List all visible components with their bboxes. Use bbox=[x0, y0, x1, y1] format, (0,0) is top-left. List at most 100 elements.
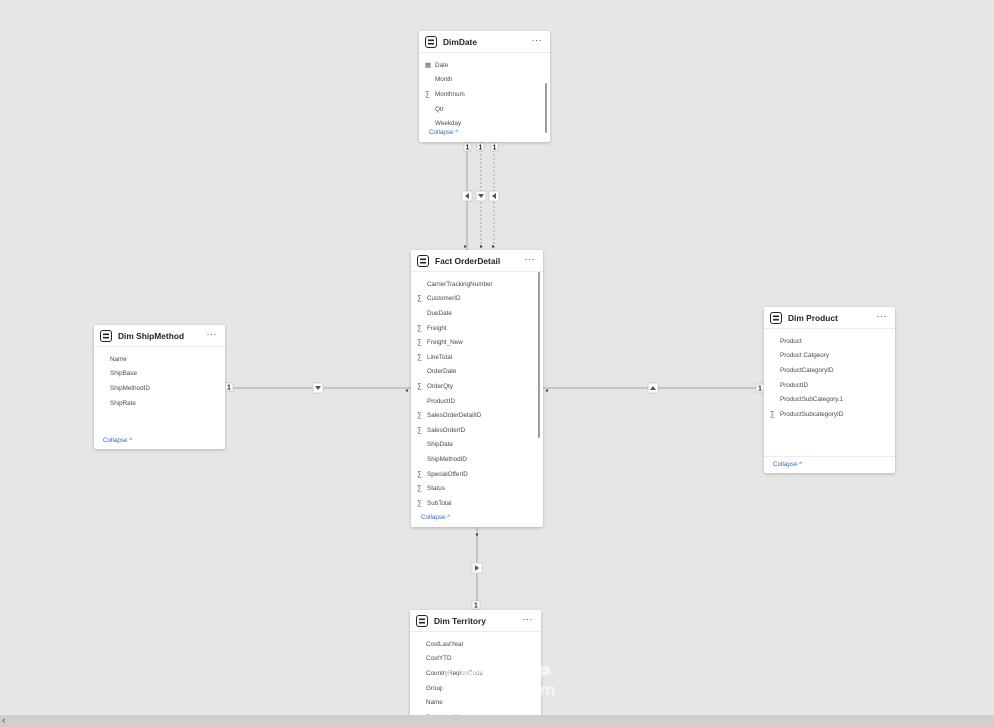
collapse-button[interactable]: Collapse ^ bbox=[421, 514, 451, 521]
field-row[interactable]: ProductCategoryID bbox=[764, 363, 895, 378]
field-name: ProductID bbox=[427, 397, 455, 405]
svg-text:1: 1 bbox=[474, 603, 478, 610]
field-row[interactable]: ProductSubCategory.1 bbox=[764, 392, 895, 407]
cardinality-many-fact-left: * bbox=[406, 389, 409, 396]
sigma-icon: ∑ bbox=[417, 485, 422, 493]
field-row[interactable]: ∑Monthnum bbox=[419, 87, 550, 102]
field-name: ShipRate bbox=[110, 399, 136, 407]
field-row[interactable]: Product Catgeory bbox=[764, 349, 895, 364]
field-row[interactable]: ∑LineTotal bbox=[411, 350, 543, 365]
cardinality-many-fact-1: * bbox=[464, 245, 467, 252]
field-name: ShipMethodID bbox=[110, 384, 150, 392]
field-name: Group bbox=[426, 684, 444, 692]
more-options-icon[interactable]: ··· bbox=[531, 34, 542, 45]
field-row[interactable]: ∑ OrderQty bbox=[411, 379, 543, 394]
field-row[interactable]: ProductID bbox=[764, 378, 895, 393]
field-name: ProductID bbox=[780, 381, 808, 389]
field-row[interactable]: Month bbox=[419, 73, 550, 88]
filter-arrow-up-icon bbox=[647, 382, 659, 394]
field-row[interactable]: Group bbox=[410, 681, 541, 696]
table-header[interactable]: DimDate ··· bbox=[419, 32, 550, 53]
table-header[interactable]: Dim ShipMethod ··· bbox=[94, 326, 225, 347]
field-row[interactable]: ShipBase bbox=[94, 367, 225, 382]
table-icon bbox=[416, 615, 428, 627]
field-row[interactable]: CostLastYear bbox=[410, 637, 541, 652]
field-row[interactable]: Qtr bbox=[419, 102, 550, 117]
cardinality-one-territory: 1 bbox=[471, 600, 481, 610]
field-row[interactable]: Product bbox=[764, 334, 895, 349]
sigma-icon: ∑ bbox=[417, 412, 422, 420]
field-name: CarrierTrackingNumber bbox=[427, 280, 493, 288]
field-scrollbar[interactable] bbox=[538, 272, 540, 438]
field-row[interactable]: ∑SalesOrderID bbox=[411, 423, 543, 438]
filter-arrow-down-icon bbox=[312, 382, 324, 394]
scroll-left-icon[interactable]: ‹ bbox=[2, 715, 6, 726]
field-row[interactable]: ∑Freight_New bbox=[411, 335, 543, 350]
collapse-button[interactable]: Collapse ^ bbox=[773, 461, 803, 468]
table-header[interactable]: Dim Territory ··· bbox=[410, 611, 541, 632]
field-row[interactable]: CountryRegionCode bbox=[410, 666, 541, 681]
field-row[interactable]: ShipMethodID bbox=[94, 381, 225, 396]
field-name: Weekday bbox=[435, 120, 462, 128]
watermark-latin: mostaql.com bbox=[440, 680, 556, 699]
table-title: DimDate bbox=[443, 37, 477, 47]
field-name: Date bbox=[435, 61, 449, 69]
field-row[interactable]: ShipMethodID bbox=[411, 452, 543, 467]
more-options-icon[interactable]: ··· bbox=[206, 328, 217, 339]
sigma-icon: ∑ bbox=[417, 470, 422, 478]
field-row[interactable]: Name bbox=[410, 695, 541, 710]
field-row[interactable]: ∑SubTotal bbox=[411, 496, 543, 511]
collapse-button[interactable]: Collapse ^ bbox=[103, 437, 133, 444]
table-header[interactable]: Dim Product ··· bbox=[764, 308, 895, 329]
table-header[interactable]: Fact OrderDetail ··· bbox=[411, 251, 543, 272]
more-options-icon[interactable]: ··· bbox=[524, 253, 535, 264]
field-row[interactable]: Name bbox=[94, 352, 225, 367]
field-row[interactable]: ShipDate bbox=[411, 438, 543, 453]
svg-text:1: 1 bbox=[466, 145, 470, 152]
horizontal-scrollbar[interactable]: ‹ bbox=[0, 715, 994, 727]
field-row[interactable]: ∑Freight bbox=[411, 321, 543, 336]
field-name: ShipMethodID bbox=[427, 455, 467, 463]
field-name: Name bbox=[426, 699, 443, 707]
field-row[interactable]: ∑SpecialOfferID bbox=[411, 467, 543, 482]
field-row[interactable]: ProductID bbox=[411, 394, 543, 409]
more-options-icon[interactable]: ··· bbox=[876, 310, 887, 321]
table-icon bbox=[100, 330, 112, 342]
table-card-fact-orderdetail[interactable]: Fact OrderDetail ··· CarrierTrackingNumb… bbox=[411, 250, 543, 527]
field-scrollbar[interactable] bbox=[545, 83, 547, 133]
field-row[interactable]: ∑ProductSubcategoryID bbox=[764, 407, 895, 422]
field-row[interactable]: ∑SalesOrderDetailID bbox=[411, 408, 543, 423]
table-title: Fact OrderDetail bbox=[435, 256, 501, 266]
field-row[interactable]: OrderDate bbox=[411, 365, 543, 380]
field-row[interactable]: ∑Status bbox=[411, 481, 543, 496]
field-name: Freight_New bbox=[427, 339, 463, 347]
cardinality-markers: 1 1 1 * * * 1 * * 1 * 1 bbox=[224, 142, 765, 610]
sigma-icon: ∑ bbox=[425, 90, 430, 98]
field-row[interactable]: Weekday bbox=[419, 116, 550, 131]
cardinality-one-dimdate-1: 1 bbox=[463, 142, 472, 152]
field-row[interactable]: DueDate bbox=[411, 306, 543, 321]
field-row[interactable]: CarrierTrackingNumber bbox=[411, 277, 543, 292]
field-name: Product bbox=[780, 337, 802, 345]
sigma-icon: ∑ bbox=[417, 382, 422, 390]
more-options-icon[interactable]: ··· bbox=[522, 613, 533, 624]
cardinality-one-product: 1 bbox=[755, 383, 765, 393]
collapse-button[interactable]: Collapse ^ bbox=[429, 129, 459, 136]
sigma-icon: ∑ bbox=[417, 426, 422, 434]
field-name: ShipDate bbox=[427, 441, 453, 449]
field-row[interactable]: ShipRate bbox=[94, 396, 225, 411]
field-name: OrderQty bbox=[427, 382, 453, 390]
cardinality-many-fact-3: * bbox=[492, 245, 495, 252]
field-row[interactable]: ▦Date bbox=[419, 58, 550, 73]
field-row[interactable]: ∑CustomerID bbox=[411, 292, 543, 307]
table-title: Dim ShipMethod bbox=[118, 331, 185, 341]
table-icon bbox=[770, 312, 782, 324]
field-row[interactable]: CostYTD bbox=[410, 652, 541, 667]
